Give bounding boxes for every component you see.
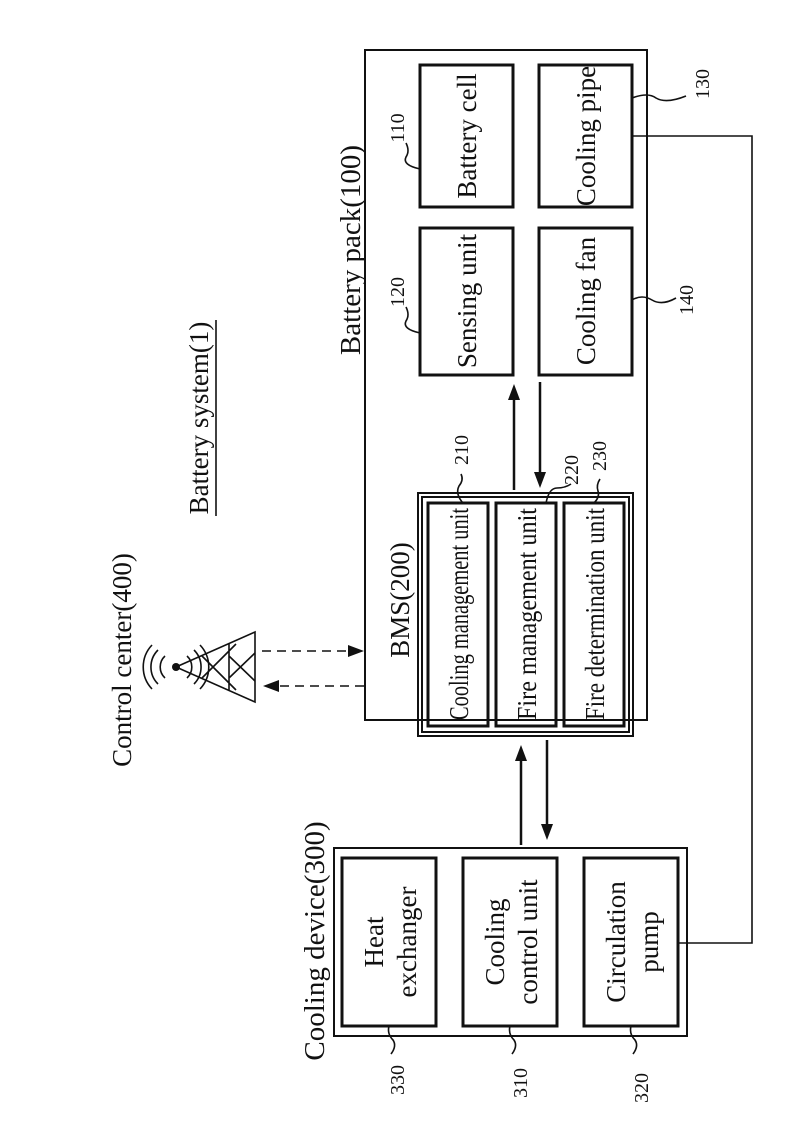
cooling-fan-ref: 140 bbox=[676, 285, 698, 315]
heat-exchanger-line1: Heat bbox=[359, 916, 389, 967]
dashed-arrow-to-battery-pack-head bbox=[348, 645, 364, 657]
cooling-device-label: Cooling device(300) bbox=[299, 821, 331, 1060]
cooling-control-unit-line1: Cooling bbox=[480, 898, 510, 985]
heat-exchanger-ref: 330 bbox=[387, 1065, 409, 1095]
circulation-pump-line2: pump bbox=[634, 911, 664, 973]
cooling-management-unit-label: Cooling management unit bbox=[444, 508, 474, 720]
arrow-fan-to-bms-head bbox=[534, 472, 546, 488]
sensing-unit-ref: 120 bbox=[387, 277, 409, 307]
arrow-bms-to-cooling-device-head bbox=[541, 824, 553, 840]
dashed-arrow-to-control-center-head bbox=[263, 680, 279, 692]
cooling-control-unit-leader bbox=[510, 1026, 516, 1054]
battery-pack-label: Battery pack(100) bbox=[335, 145, 367, 355]
fire-determination-unit-leader bbox=[594, 479, 600, 503]
sensing-unit-label: Sensing unit bbox=[452, 233, 482, 368]
battery-cell-label: Battery cell bbox=[452, 73, 482, 198]
cooling-management-unit-ref: 210 bbox=[451, 435, 473, 465]
fire-management-unit-ref: 220 bbox=[561, 455, 583, 485]
battery-cell-leader bbox=[405, 143, 420, 169]
arrow-cooling-device-to-bms-head bbox=[515, 745, 527, 761]
cooling-fan-leader bbox=[632, 297, 676, 303]
circulation-pump-line1: Circulation bbox=[601, 881, 631, 1003]
circulation-pump-ref: 320 bbox=[631, 1073, 653, 1103]
fire-determination-unit-ref: 230 bbox=[589, 441, 611, 471]
cooling-pipe-leader bbox=[632, 95, 686, 101]
arrow-bms-to-sensing-head bbox=[508, 384, 520, 400]
heat-exchanger-line2: exchanger bbox=[392, 887, 422, 998]
cooling-control-unit-ref: 310 bbox=[510, 1068, 532, 1098]
battery-cell-ref: 110 bbox=[387, 113, 409, 142]
cooling-pipe-label: Cooling pipe bbox=[571, 66, 601, 206]
circulation-pump-leader bbox=[631, 1026, 637, 1054]
antenna-tower-icon bbox=[143, 632, 255, 702]
bms-label: BMS(200) bbox=[385, 542, 415, 658]
cooling-pipe-ref: 130 bbox=[692, 69, 714, 99]
fire-determination-unit-label: Fire determination unit bbox=[580, 508, 610, 720]
coolant-pipe-connection-line bbox=[632, 136, 752, 943]
heat-exchanger-leader bbox=[389, 1026, 395, 1054]
sensing-unit-leader bbox=[405, 307, 420, 333]
cooling-fan-label: Cooling fan bbox=[571, 236, 601, 365]
system-title: Battery system(1) bbox=[184, 322, 214, 515]
fire-management-unit-label: Fire management unit bbox=[512, 508, 542, 720]
cooling-control-unit-line2: control unit bbox=[513, 879, 543, 1005]
control-center-label: Control center(400) bbox=[107, 553, 137, 767]
cooling-management-unit-leader bbox=[458, 474, 463, 503]
